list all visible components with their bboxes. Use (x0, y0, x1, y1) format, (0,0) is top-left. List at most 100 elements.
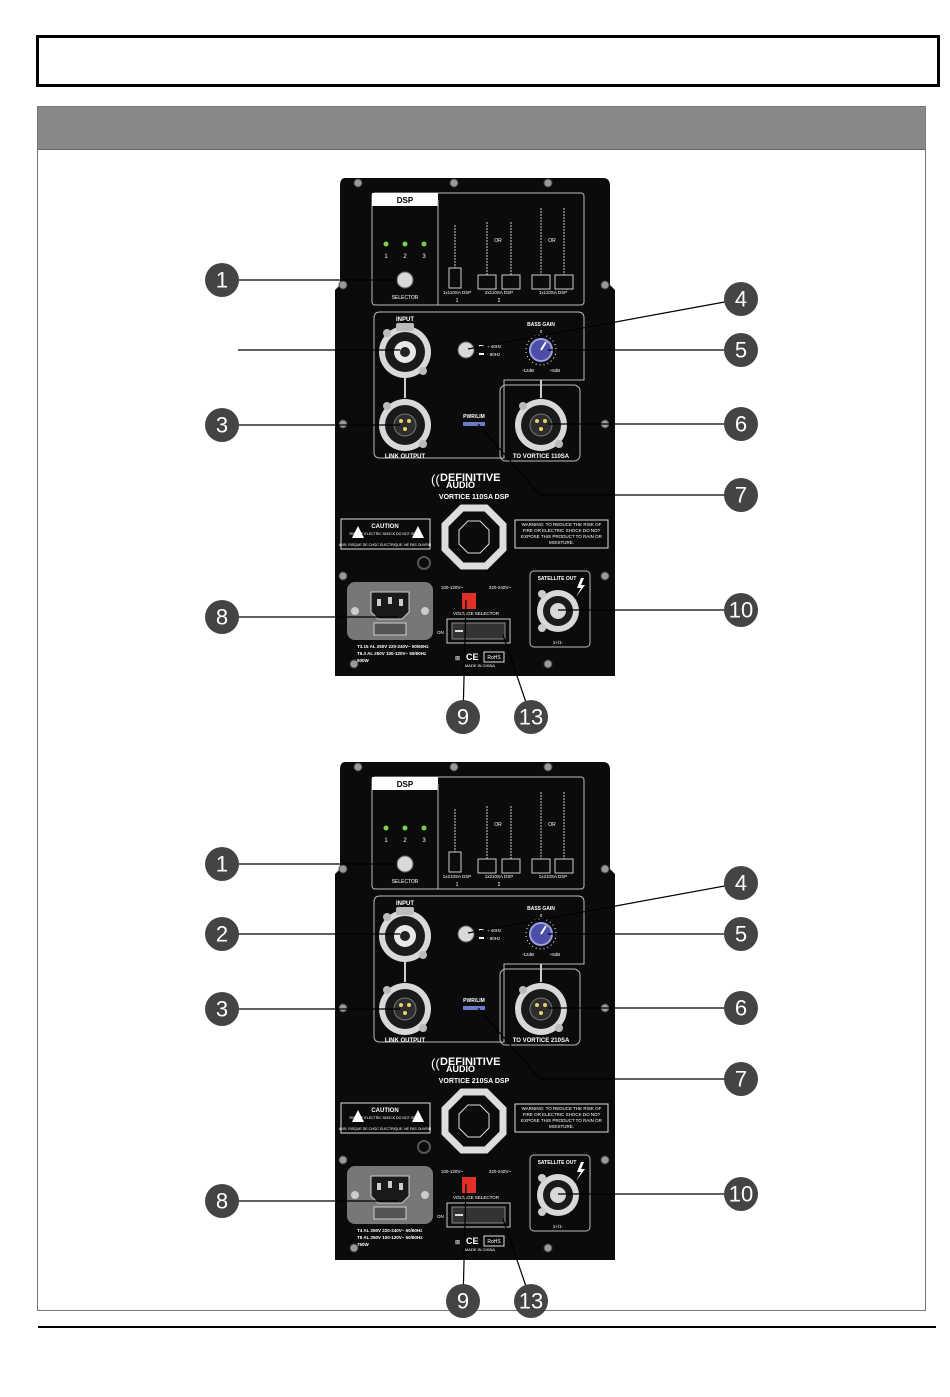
bass-gain-max: +6dB (550, 368, 561, 373)
callout-3: 3 (205, 992, 239, 1026)
led-1-icon (383, 241, 389, 247)
made-in-label: MADE IN CHINA (465, 1247, 496, 1252)
jack-screw-icon (538, 1174, 546, 1182)
lightning-triangle-icon (412, 1110, 424, 1122)
callout-leaders (222, 863, 742, 1302)
xlr-pin-icon (535, 419, 539, 423)
jack-screw-icon (555, 1024, 563, 1032)
leader-7 (477, 1007, 741, 1080)
led-number-2: 2 (403, 254, 407, 260)
warning-triangle-icon (352, 1110, 364, 1122)
bass-gain-zero: 0 (540, 913, 543, 918)
voltage-selector-switch[interactable] (462, 593, 476, 609)
brand-logo-icon: (( (431, 1056, 440, 1071)
selector-button[interactable] (396, 271, 414, 289)
speakon-output[interactable] (537, 590, 579, 632)
callout-circle-icon (205, 263, 239, 297)
leader-9 (462, 1183, 467, 1302)
callout-number: 4 (735, 287, 747, 312)
io-section-border (373, 895, 585, 1043)
bass-gain-max: +6dB (550, 952, 561, 957)
iec-power-inlet[interactable] (347, 1166, 433, 1224)
selector-leds: 1 2 3 (383, 241, 427, 260)
freq-label-40: + 40Hz (487, 344, 502, 349)
xlr-pin-icon (535, 1003, 539, 1007)
power-switch[interactable] (446, 1202, 511, 1228)
pin-note: 1+/1- (553, 1224, 564, 1229)
jack-screw-icon (383, 329, 391, 337)
voltage-low-label: 100-120V~ (441, 1169, 464, 1174)
callout-number: 6 (735, 412, 747, 437)
to-vortice-label: TO VORTICE 110SA (513, 454, 570, 460)
pwr-lim-led-icon (463, 422, 485, 426)
io-section-border (373, 311, 585, 459)
config-label-3: 1x110SA DSP (539, 290, 567, 295)
fuse-line-1: T4 AL 250V 220-240V~ 50/60Hz (357, 1228, 423, 1233)
rohs-mark: RoHS (487, 655, 501, 661)
callout-number: 8 (216, 1189, 228, 1214)
speakon-output[interactable] (537, 1174, 579, 1216)
warning-text: WARNING: TO REDUCE THE RISK OF FIRE OR E… (521, 522, 602, 545)
screw-icon (349, 659, 359, 669)
crossover-switch[interactable] (457, 341, 475, 359)
selector-label: SELECTOR (392, 295, 419, 301)
fan-inner-icon (458, 520, 490, 554)
led-2-icon (402, 241, 408, 247)
link-output-xlr[interactable] (379, 399, 431, 451)
jack-screw-icon (419, 951, 427, 959)
rohs-box (483, 1235, 505, 1247)
xlr-pin-icon (543, 1003, 547, 1007)
warning-text-wrap: WARNING: TO REDUCE THE RISK OF FIRE OR E… (521, 522, 602, 545)
voltage-selector-switch[interactable] (462, 1177, 476, 1193)
screw-icon (353, 178, 363, 188)
to-vortice-xlr[interactable] (515, 399, 567, 451)
callout-number: 13 (519, 705, 543, 730)
fuse-line-2: T6.3 AL 250V 100-120V~ 50/60Hz (357, 651, 427, 656)
freq-label-90: - 90Hz (487, 352, 501, 357)
callout-number: 9 (457, 705, 469, 730)
callout-circle-icon (205, 917, 239, 951)
config-label-2: 1x210SA DSP (485, 874, 514, 879)
led-3-icon (421, 241, 427, 247)
callout-circle-icon (724, 407, 758, 441)
brand-line-1: DEFINITIVE (440, 1056, 501, 1068)
callout-1: 1 (205, 847, 239, 881)
fan-inner-icon (458, 1104, 490, 1138)
config-number-1: 1 (456, 882, 459, 888)
power-on-mark-icon (455, 630, 463, 632)
screw-icon (353, 762, 363, 772)
title-box (36, 35, 940, 87)
voltage-high-label: 220-240V~ (489, 585, 512, 590)
cooling-fan-icon (441, 504, 507, 570)
jack-screw-icon (419, 1024, 427, 1032)
callout-circle-icon (205, 408, 239, 442)
dsp-title: DSP (397, 196, 414, 205)
selector-button[interactable] (396, 855, 414, 873)
screw-icon (600, 864, 610, 874)
xlr-pin-icon (539, 1011, 543, 1015)
callout-circle-icon (446, 700, 480, 734)
screw-icon (338, 1155, 348, 1165)
power-switch[interactable] (446, 618, 511, 644)
link-output-xlr[interactable] (379, 983, 431, 1035)
callout-number: 1 (216, 268, 228, 293)
speaker-box-icon (531, 274, 551, 290)
crossover-switch[interactable] (457, 925, 475, 943)
to-vortice-xlr[interactable] (515, 983, 567, 1035)
xlr-pin-icon (539, 427, 543, 431)
screw-icon (349, 1243, 359, 1253)
callout-10: 10 (724, 593, 758, 627)
speaker-config-diagram (448, 792, 574, 874)
weee-bin-icon: ⊠ (455, 656, 460, 662)
fuse-line-3: 500W (357, 658, 370, 663)
lightning-icon (576, 1162, 585, 1181)
config-label-3: 1x210SA DSP (539, 874, 568, 879)
dsp-tab (372, 777, 438, 790)
section-header-bar (38, 107, 925, 150)
combo-input-jack[interactable] (379, 907, 431, 962)
callout-circle-icon (205, 600, 239, 634)
combo-input-jack[interactable] (379, 323, 431, 378)
screw-icon (338, 1003, 348, 1013)
iec-power-inlet[interactable] (347, 582, 433, 640)
combo-input-center-icon (400, 931, 410, 941)
